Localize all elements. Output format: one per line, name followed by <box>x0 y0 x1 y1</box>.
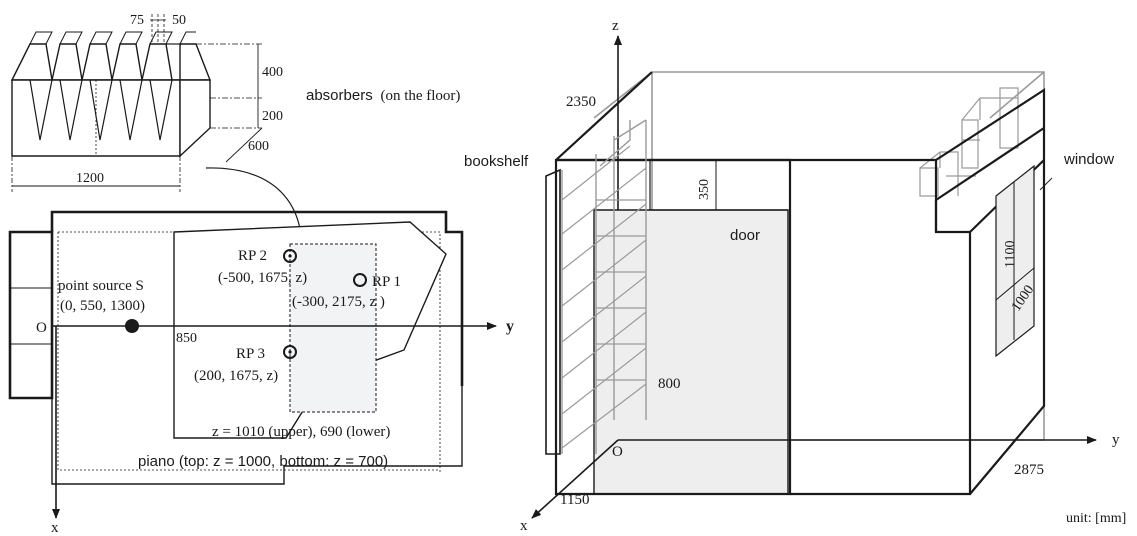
rp1-marker <box>353 273 367 287</box>
measurement-region <box>289 243 377 413</box>
bookshelf <box>561 119 647 454</box>
room-origin-label: O <box>612 444 623 460</box>
rp2-coords: (-500, 1675, z) <box>218 270 307 286</box>
source-coords: (0, 550, 1300) <box>60 298 145 314</box>
plan-x-label: x <box>51 520 59 536</box>
floor-plan: RP 2 (-500, 1675, z) RP 1 (-300, 2175, z… <box>8 210 514 536</box>
dim-1100: 1100 <box>1003 241 1018 268</box>
rp3-label: RP 3 <box>236 346 265 362</box>
plan-y-label: y <box>506 318 514 335</box>
dim-1150: 1150 <box>560 492 589 508</box>
dim-600: 600 <box>248 139 269 154</box>
rp1-coords: (-300, 2175, z ) <box>292 294 385 310</box>
dim-2350: 2350 <box>566 94 596 110</box>
dim-50: 50 <box>172 13 186 28</box>
dim-200: 200 <box>262 109 283 124</box>
unit-note: unit: [mm] <box>1066 511 1126 526</box>
absorber-wedges <box>10 43 180 81</box>
rp2-marker <box>283 249 297 263</box>
dim-75: 75 <box>130 13 144 28</box>
rp1-label: RP 1 <box>372 274 401 290</box>
piano-label: piano (top: z = 1000, bottom: z = 700) <box>138 453 388 470</box>
dim-2875: 2875 <box>1014 462 1044 478</box>
room-y-label: y <box>1112 432 1120 448</box>
dim-350: 350 <box>697 179 712 200</box>
source-label: point source S <box>58 278 144 294</box>
rp3-coords: (200, 1675, z) <box>194 368 278 384</box>
absorbers-label: absorbers (on the floor) <box>306 87 460 104</box>
door-label: door <box>730 227 760 244</box>
room-outline <box>50 210 464 386</box>
room-x-axis <box>531 439 619 519</box>
plan-origin-label: O <box>36 320 47 336</box>
z-levels-label: z = 1010 (upper), 690 (lower) <box>212 424 390 440</box>
rp3-marker <box>283 345 297 359</box>
rp2-label: RP 2 <box>238 248 267 264</box>
bookshelf-label: bookshelf <box>464 153 529 170</box>
room-x-label: x <box>520 518 528 534</box>
dim-850: 850 <box>176 331 197 346</box>
point-source-marker <box>125 319 139 333</box>
window-label: window <box>1063 151 1114 168</box>
dim-1200: 1200 <box>76 171 104 186</box>
dim-400: 400 <box>262 65 283 80</box>
absorber-drawing: 75 50 400 200 600 1200 absorbers (on the… <box>10 13 460 192</box>
dim-800: 800 <box>658 376 681 392</box>
room-3d: z y x 2350 350 800 1150 2875 1100 1000 O… <box>464 18 1120 534</box>
window-pane <box>995 164 1035 358</box>
room-z-label: z <box>612 18 619 34</box>
